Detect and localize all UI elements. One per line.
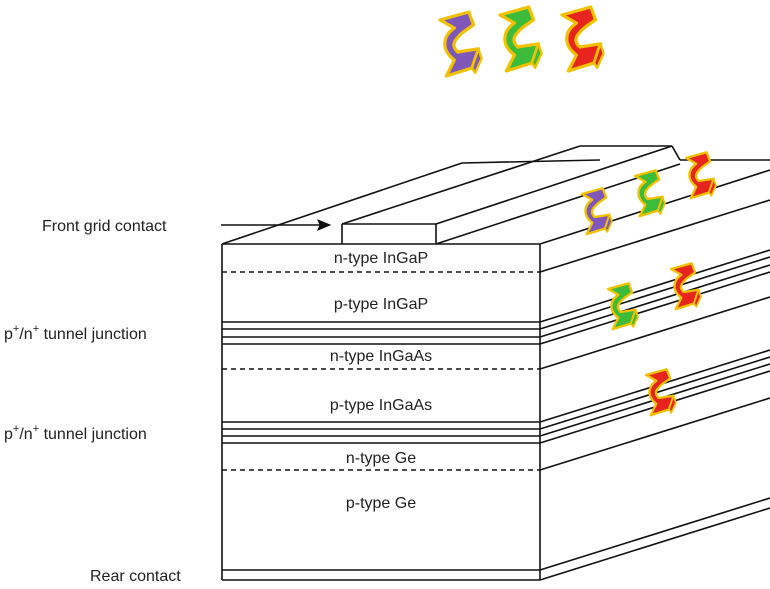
- purple-absorbed-arrow-icon: [580, 187, 614, 236]
- front-grid-contact-arrow: [221, 219, 332, 231]
- cell-top-surface: [221, 159, 770, 245]
- layer-label-n-ingaas: n-type InGaAs: [330, 348, 432, 365]
- layer-label-p-ingaas: p-type InGaAs: [330, 397, 432, 414]
- layer-label-n-ingap: n-type InGaP: [334, 250, 428, 267]
- layer-label-p-ge: p-type Ge: [346, 495, 416, 512]
- layer-label-n-ge: n-type Ge: [346, 450, 416, 467]
- red-absorbed-arrow-icon: [684, 151, 718, 200]
- light-arrows-absorbed: [580, 151, 718, 417]
- green-absorbed-arrow-icon-2: [606, 282, 640, 331]
- layer-boundaries: [222, 199, 770, 581]
- green-light-arrow-icon: [498, 5, 544, 73]
- tunnel-junction-label-2: p+/n+ tunnel junction: [4, 423, 147, 443]
- red-light-arrow-icon: [560, 5, 606, 73]
- rear-contact-label: Rear contact: [90, 568, 181, 584]
- cell-front-face: [221, 243, 541, 581]
- green-absorbed-arrow-icon: [633, 169, 667, 218]
- front-grid-contact-bar: [341, 145, 681, 245]
- light-arrows-incoming: [438, 5, 606, 78]
- tunnel-junction-label-1: p+/n+ tunnel junction: [4, 323, 147, 343]
- purple-light-arrow-icon: [438, 10, 484, 78]
- front-grid-contact-label: Front grid contact: [42, 218, 167, 235]
- layer-label-p-ingap: p-type InGaP: [334, 296, 428, 313]
